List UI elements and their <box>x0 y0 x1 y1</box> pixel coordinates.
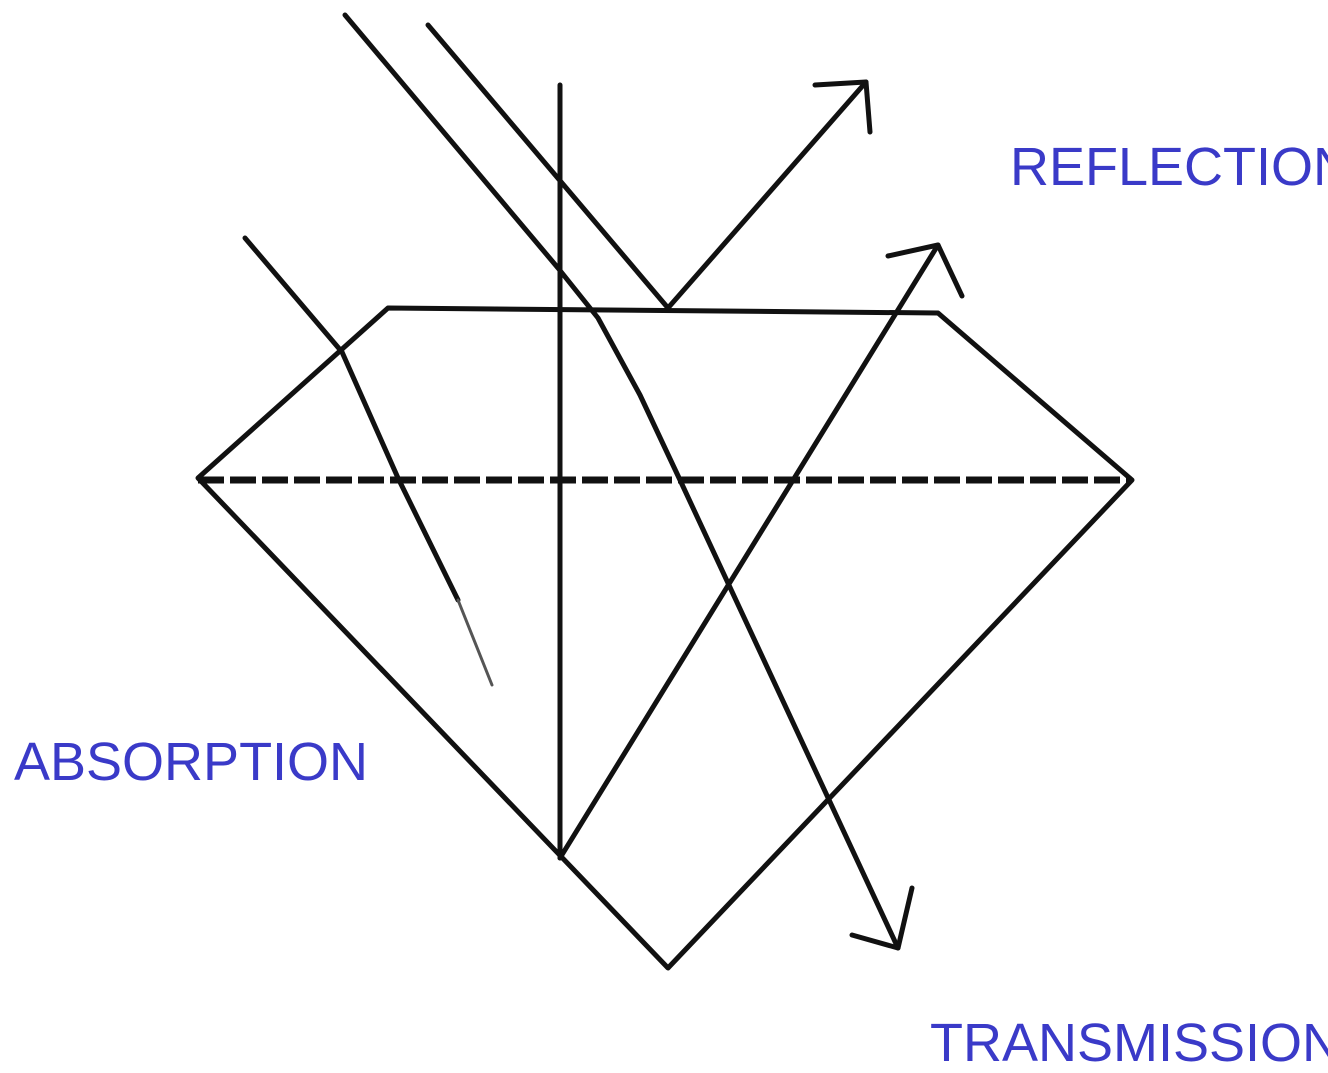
transmission-label: TRANSMISSION <box>930 1016 1328 1070</box>
gem-outline <box>198 308 1132 968</box>
reflection-label: REFLECTION <box>1010 140 1328 194</box>
absorption-label: ABSORPTION <box>14 735 368 789</box>
absorption-ray <box>245 238 458 600</box>
absorption-ray-fading-tail <box>458 600 492 685</box>
reflection-outgoing-ray <box>668 82 866 308</box>
internal-reflected-ray <box>560 245 938 858</box>
reflection-incident-ray <box>428 25 668 308</box>
